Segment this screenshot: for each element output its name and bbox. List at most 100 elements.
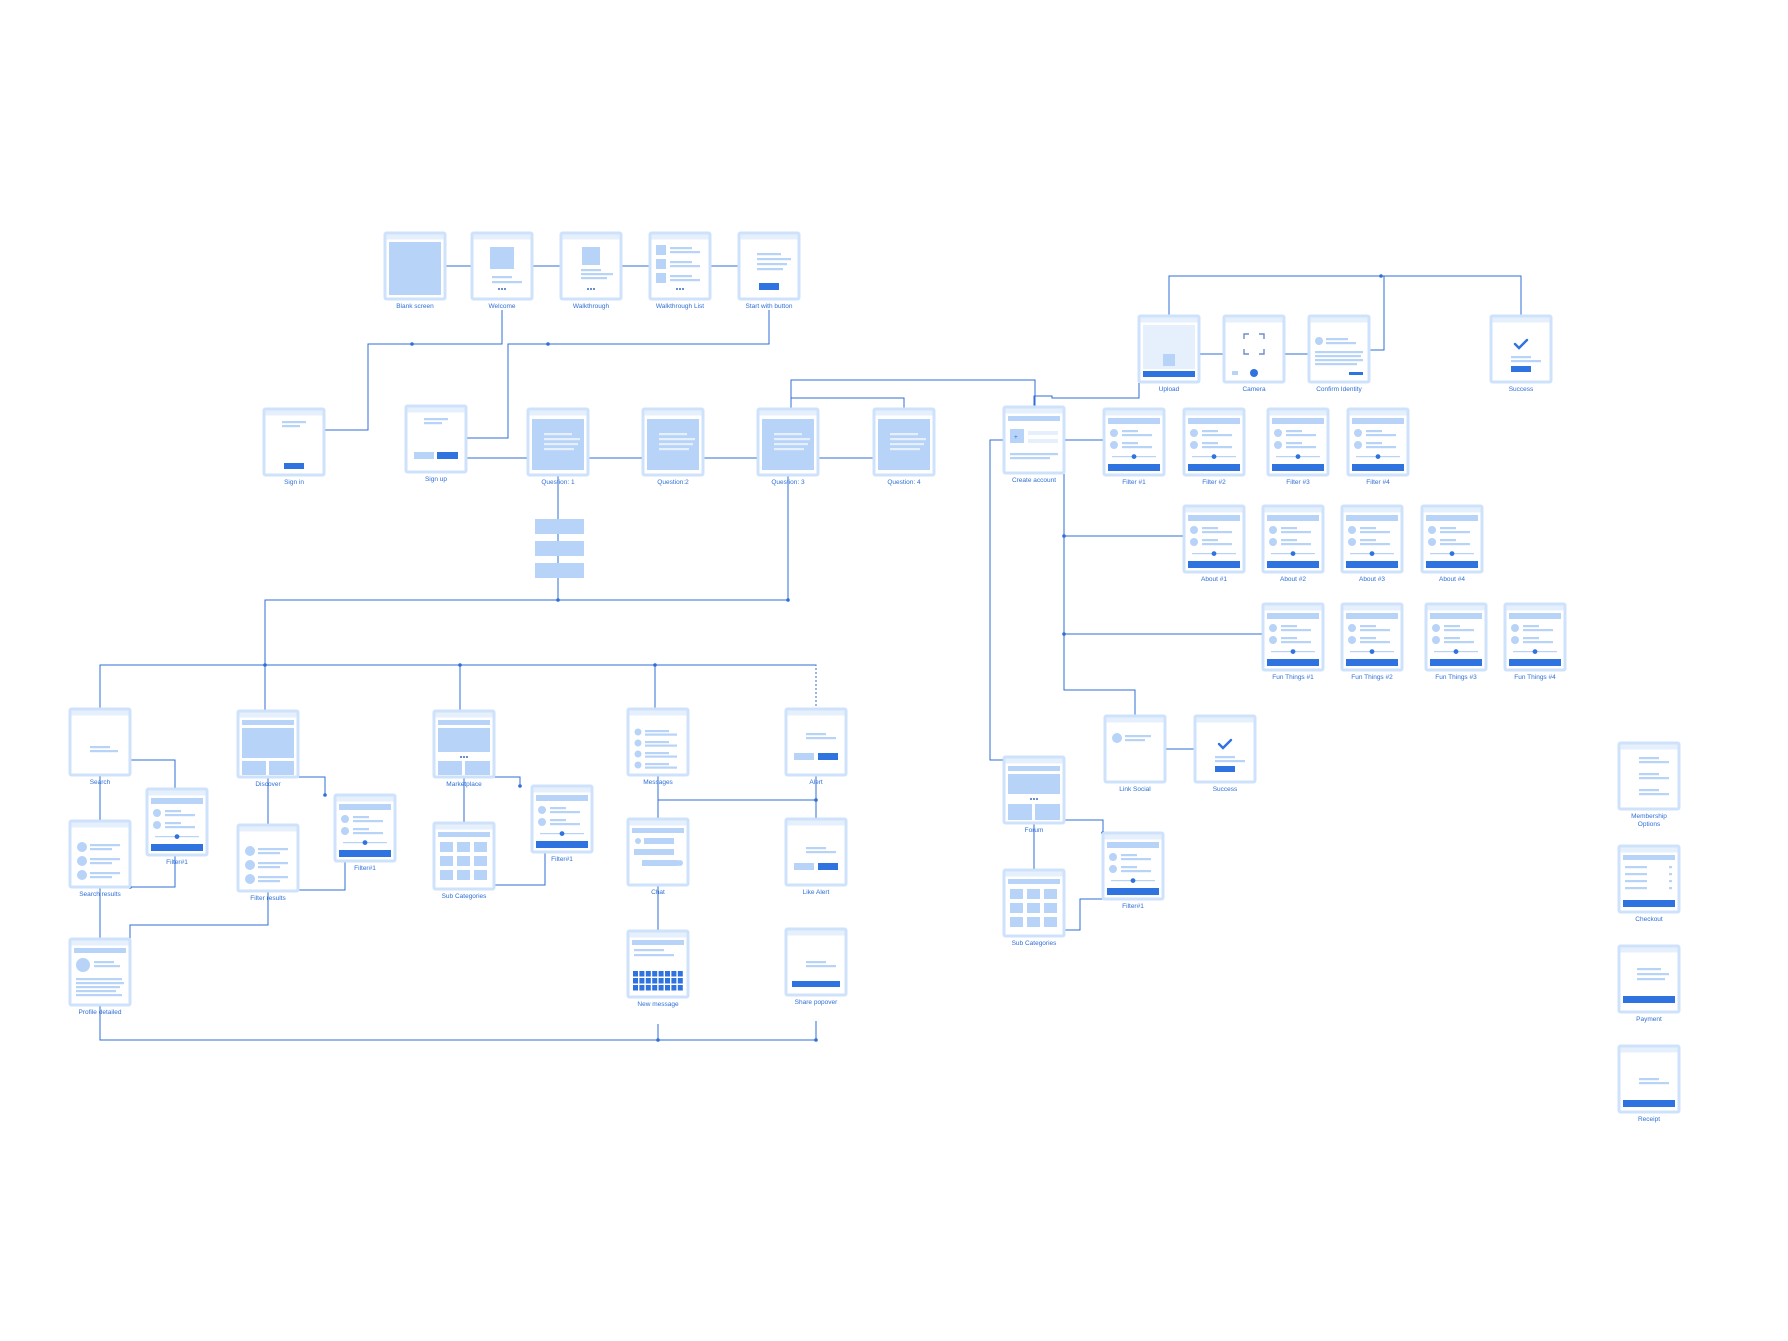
text-line-placeholder	[1202, 434, 1232, 437]
screen-search-results[interactable]: Search results	[68, 819, 132, 899]
page-dot	[466, 756, 468, 758]
page-dot	[593, 288, 595, 290]
upload-button	[1143, 371, 1195, 377]
screen-filter-1-top[interactable]: Filter #1	[1102, 407, 1166, 487]
option-block	[535, 541, 584, 556]
screen-forum[interactable]: Forum	[1002, 755, 1066, 835]
option-icon	[1348, 538, 1356, 546]
screen-about-3[interactable]: About #3	[1340, 504, 1404, 584]
screen-label: Filter #1	[1122, 479, 1146, 486]
screen-like-alert[interactable]: Like Alert	[784, 817, 848, 897]
screen-question-4[interactable]: Question: 4	[872, 407, 936, 487]
screen-sign-up[interactable]: Sign up	[404, 404, 468, 484]
text-line-placeholder	[1639, 777, 1669, 780]
screen-success-mid[interactable]: Success	[1193, 714, 1257, 794]
screen-about-2[interactable]: About #2	[1261, 504, 1325, 584]
screen-marketplace[interactable]: Marketplace	[432, 709, 496, 789]
screen-walkthrough[interactable]: Walkthrough	[559, 231, 623, 311]
screen-share-popover[interactable]: Share popover	[784, 927, 848, 1007]
screen-filter-3-top[interactable]: Filter #3	[1266, 407, 1330, 487]
screen-filter-2-top[interactable]: Filter #2	[1182, 407, 1246, 487]
screen-filter-forum[interactable]: Filter#1	[1101, 831, 1165, 911]
screen-about-1[interactable]: About #1	[1182, 504, 1246, 584]
screen-filter-market[interactable]: Filter#1	[530, 784, 594, 864]
status-bar	[1620, 1047, 1678, 1053]
screen-welcome[interactable]: Welcome	[470, 231, 534, 311]
keyboard-key	[639, 985, 645, 991]
screen-about-4[interactable]: About #4	[1420, 504, 1484, 584]
screen-fun-1[interactable]: Fun Things #1	[1261, 602, 1325, 682]
text-line-placeholder	[634, 954, 674, 957]
option-icon	[1190, 441, 1198, 449]
text-line-placeholder	[258, 862, 288, 865]
status-bar	[407, 407, 465, 413]
connector-node	[263, 663, 267, 667]
text-line-placeholder	[76, 990, 116, 993]
header-bar	[536, 795, 588, 801]
status-bar	[651, 234, 709, 240]
screen-fun-2[interactable]: Fun Things #2	[1340, 602, 1404, 682]
screen-search[interactable]: Search	[68, 707, 132, 787]
screen-sub-categories-forum[interactable]: Sub Categories	[1002, 868, 1066, 948]
screen-sub-categories-market[interactable]: Sub Categories	[432, 821, 496, 901]
text-line-placeholder	[282, 421, 306, 424]
screen-question-1[interactable]: Question: 1	[526, 407, 590, 487]
screen-fun-3[interactable]: Fun Things #3	[1424, 602, 1488, 682]
screen-blank-screen[interactable]: Blank screen	[383, 231, 447, 311]
text-line-placeholder	[757, 258, 791, 261]
text-line-placeholder	[1625, 866, 1647, 869]
slider-knob	[174, 834, 180, 839]
status-bar	[1427, 605, 1485, 611]
status-bar	[1343, 605, 1401, 611]
screen-walkthrough-list[interactable]: Walkthrough List	[648, 231, 712, 311]
screen-profile-detailed[interactable]: Profile detailed	[68, 937, 132, 1017]
avatar	[634, 750, 642, 758]
screen-filter-discover[interactable]: Filter#1	[333, 793, 397, 873]
avatar	[634, 761, 642, 769]
screen-payment[interactable]: Payment	[1617, 944, 1681, 1024]
text-line-placeholder	[757, 268, 783, 271]
screen-alert[interactable]: Alert	[784, 707, 848, 787]
done-button	[1623, 1100, 1675, 1107]
text-line-placeholder	[1639, 757, 1659, 760]
screen-messages[interactable]: Messages	[626, 707, 690, 787]
screen-filter-4-top[interactable]: Filter #4	[1346, 407, 1410, 487]
category-tile	[457, 870, 470, 880]
connector-node	[653, 663, 657, 667]
screen-sign-in[interactable]: Sign in	[262, 407, 326, 487]
tile	[1008, 804, 1032, 820]
screen-link-social[interactable]: Link Social	[1103, 714, 1167, 794]
screen-start-with-button[interactable]: Start with button	[737, 231, 801, 311]
screen-fun-4[interactable]: Fun Things #4	[1503, 602, 1567, 682]
header-bar	[1267, 515, 1319, 521]
flow-connector	[130, 759, 176, 789]
avatar-picker	[1010, 429, 1024, 443]
category-tile	[1010, 917, 1023, 927]
page-dot	[676, 288, 678, 290]
connector-node	[323, 793, 327, 797]
screen-question-3[interactable]: Question: 3	[756, 407, 820, 487]
screen-chat[interactable]: Chat	[626, 817, 690, 897]
screen-camera[interactable]: Camera	[1222, 314, 1286, 394]
screen-upload[interactable]: Upload	[1137, 314, 1201, 394]
input-field	[272, 440, 316, 446]
screen-confirm-identity[interactable]: Confirm Identity	[1307, 314, 1371, 394]
screen-question-2[interactable]: Question:2	[641, 407, 705, 487]
screen-create-account[interactable]: +Create account	[1002, 405, 1066, 485]
screen-discover[interactable]: Discover	[236, 709, 300, 789]
screen-filter-results[interactable]: Filter results	[236, 823, 300, 903]
category-tile	[474, 842, 487, 852]
text-line-placeholder	[1315, 363, 1357, 366]
screen-success-top[interactable]: Success	[1489, 314, 1553, 394]
text-line-placeholder	[1440, 543, 1470, 546]
screen-checkout[interactable]: Checkout	[1617, 844, 1681, 924]
header-bar	[1188, 515, 1240, 521]
keyboard-key	[677, 985, 683, 991]
status-bar	[1620, 947, 1678, 953]
screen-receipt[interactable]: Receipt	[1617, 1044, 1681, 1124]
text-line-placeholder	[1523, 625, 1539, 628]
screen-filter-search[interactable]: Filter#1	[145, 787, 209, 867]
screen-new-message[interactable]: New message	[626, 929, 690, 1009]
status-bar	[435, 824, 493, 830]
